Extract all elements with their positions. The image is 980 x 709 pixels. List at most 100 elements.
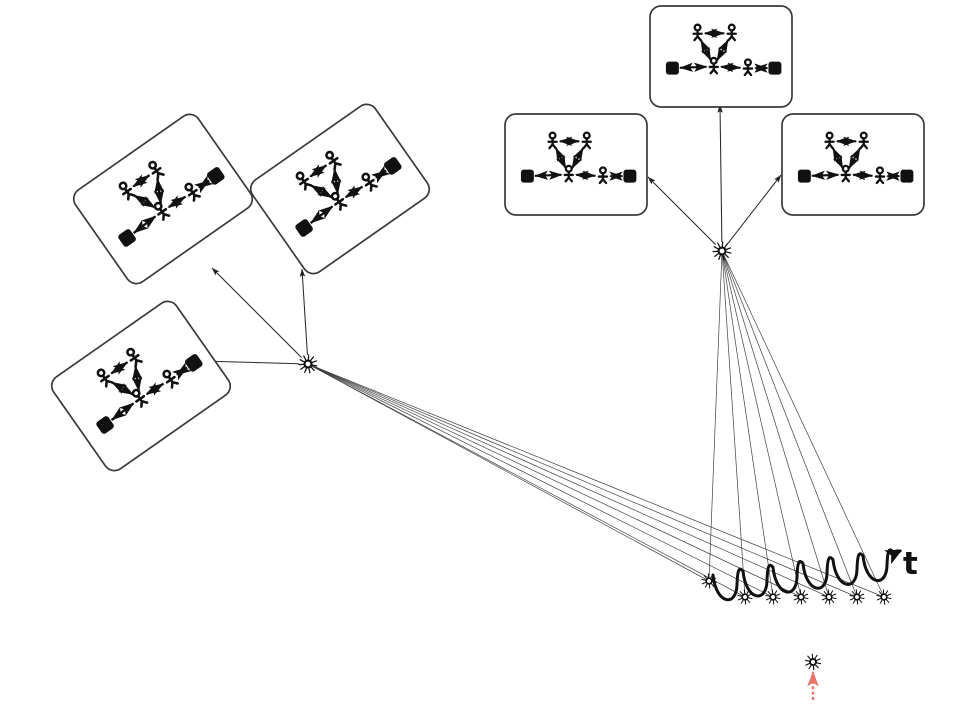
node-spike — [774, 593, 781, 597]
node-spike — [804, 659, 811, 662]
person-arms — [157, 207, 168, 216]
person-figure-3 — [162, 369, 179, 389]
graph-card — [72, 113, 254, 285]
interaction-arrow-2 — [571, 147, 585, 170]
node-spike — [821, 597, 828, 601]
node-spike — [805, 662, 811, 666]
object-node-1 — [623, 169, 637, 183]
person-leg-right — [162, 213, 171, 217]
node-spike — [803, 597, 809, 600]
interaction-arrow-4 — [145, 382, 165, 396]
focus-marker-layer — [804, 653, 822, 700]
fan-line-hub-right-3 — [721, 250, 802, 598]
fan-line-hub-right-4 — [721, 250, 830, 598]
object-node-0 — [797, 169, 811, 183]
object-node-0 — [520, 169, 534, 183]
time-coil-arrow — [884, 549, 903, 565]
node-spike — [310, 364, 318, 367]
interaction-arrow-5 — [172, 362, 192, 381]
person-figure-2 — [330, 191, 348, 211]
interaction-arrow-5 — [371, 165, 391, 184]
node-spike — [299, 359, 306, 364]
graph-card — [504, 113, 648, 216]
interaction-arrow-3 — [534, 170, 563, 180]
person-leg-right — [134, 358, 143, 363]
node-spike — [859, 597, 865, 600]
interaction-arrow-2 — [330, 168, 342, 195]
person-leg-right — [105, 379, 114, 384]
person-arms — [100, 374, 110, 383]
person-leg-right — [828, 143, 834, 150]
fan-line-hub-left-1 — [307, 363, 746, 598]
timeline-node-t6 — [876, 589, 892, 605]
person-leg-right — [193, 193, 201, 198]
object-node-0 — [665, 61, 679, 75]
node-spike — [309, 365, 315, 372]
graph-cards — [50, 5, 925, 472]
graph-card — [249, 103, 431, 275]
node-spike — [885, 593, 892, 597]
card-nodes — [118, 160, 225, 247]
person-arms — [187, 188, 198, 197]
node-spike — [852, 598, 857, 604]
card-nodes — [520, 131, 637, 185]
person-leg-right — [140, 400, 149, 404]
person-arms — [165, 375, 176, 384]
card-border — [50, 300, 232, 472]
fan-line-hub-right-6 — [721, 250, 885, 598]
node-spike — [793, 594, 799, 597]
node-spike — [724, 251, 732, 254]
person-arms — [299, 177, 309, 186]
hub-to-card-arrows — [199, 104, 782, 365]
person-leg-right — [304, 182, 313, 187]
aggregation-nodes — [298, 241, 732, 374]
timeline-node-t3 — [793, 589, 809, 605]
node-spike — [886, 597, 892, 600]
person-figure-0 — [118, 181, 136, 201]
object-node-0 — [295, 219, 313, 237]
person-figure-0 — [547, 131, 558, 150]
person-leg-right — [333, 161, 342, 166]
node-spike — [740, 598, 745, 604]
card-border — [72, 113, 254, 285]
node-spike — [767, 591, 772, 596]
timeline-node-t5 — [849, 589, 865, 605]
card-edges — [534, 136, 623, 181]
node-spike — [824, 598, 829, 604]
interaction-arrow-4 — [574, 170, 596, 181]
node-spike — [876, 597, 883, 601]
fan-line-hub-left-4 — [307, 363, 830, 598]
node-spike — [802, 593, 809, 597]
object-node-1 — [900, 169, 914, 183]
person-leg-right — [567, 176, 574, 183]
hub-card-arrow-0 — [211, 267, 303, 359]
node-spike — [717, 242, 722, 249]
node-spike — [768, 598, 773, 604]
node-spike — [884, 590, 889, 596]
node-spike — [308, 366, 311, 374]
person-figure-1 — [581, 131, 592, 150]
person-figure-1 — [148, 160, 165, 180]
node-spike — [814, 663, 819, 669]
node-spike — [795, 591, 800, 596]
interaction-arrow-1 — [133, 194, 156, 209]
node-spike — [739, 591, 744, 596]
node-spike — [703, 575, 708, 580]
graph-card — [50, 300, 232, 472]
person-arms — [129, 353, 140, 362]
person-figure-2 — [840, 164, 851, 183]
fan-line-hub-left-0 — [307, 363, 710, 582]
fan-line-hub-left-2 — [307, 363, 774, 598]
interaction-arrow-4 — [851, 170, 873, 181]
right-aggregation-node — [712, 241, 732, 261]
person-arms — [151, 166, 162, 175]
node-spike — [849, 594, 855, 597]
person-leg-right — [878, 178, 885, 185]
node-spike — [793, 597, 800, 601]
node-spike — [737, 594, 743, 597]
interaction-arrow-2 — [848, 147, 862, 170]
person-leg-right — [696, 35, 702, 42]
person-figure-2 — [153, 201, 171, 221]
graph-card — [649, 5, 793, 108]
person-leg-right — [339, 203, 348, 207]
